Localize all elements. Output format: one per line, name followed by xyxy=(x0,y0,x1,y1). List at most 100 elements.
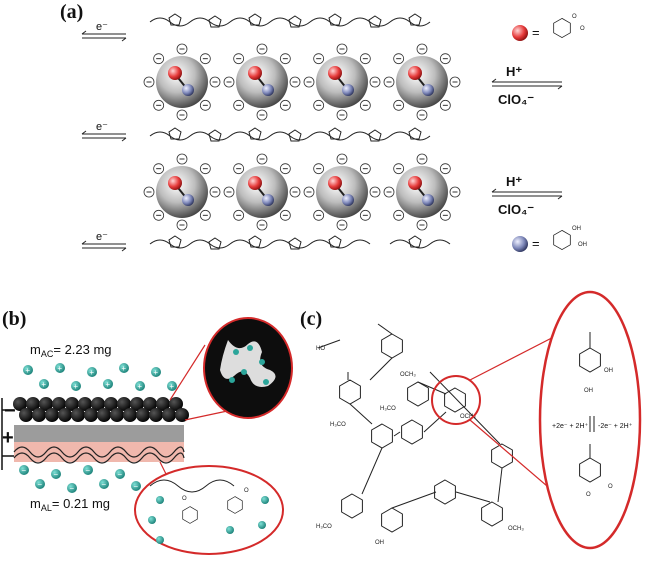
svg-text:O: O xyxy=(580,26,585,32)
ion xyxy=(151,367,161,377)
negative-charge xyxy=(153,209,165,221)
ion xyxy=(119,363,129,373)
carbon-particle xyxy=(149,408,163,422)
negative-charge xyxy=(176,153,188,165)
ion-charge: + xyxy=(73,382,78,391)
lignin-oh-1: OH xyxy=(375,540,384,546)
electrode-terminals xyxy=(1,398,14,470)
ion xyxy=(35,479,45,489)
negative-charge xyxy=(153,99,165,111)
carbon-particle xyxy=(52,397,66,411)
negative-charge xyxy=(439,209,451,221)
ion-charge: + xyxy=(57,364,62,373)
ion xyxy=(167,381,177,391)
h-plus-label-1: H⁺ xyxy=(506,64,522,79)
negative-charge xyxy=(289,186,301,198)
ion-charge: − xyxy=(101,480,106,489)
ion xyxy=(135,381,145,391)
negative-charge xyxy=(223,186,235,198)
ion-charge: + xyxy=(121,364,126,373)
ion xyxy=(71,381,81,391)
lignin-h3co-2: H₃CO xyxy=(380,406,396,412)
negative-charge xyxy=(359,53,371,65)
negative-charge xyxy=(416,153,428,165)
carbon-particle xyxy=(97,408,111,422)
negative-charge xyxy=(153,163,165,175)
negative-charge xyxy=(416,219,428,231)
svg-text:O: O xyxy=(244,488,249,494)
ion-arrows-1 xyxy=(491,78,563,90)
negative-charge xyxy=(143,186,155,198)
carbon-particle xyxy=(32,408,46,422)
negative-charge xyxy=(289,76,301,88)
negative-charge xyxy=(393,163,405,175)
negative-charge xyxy=(383,186,395,198)
ion xyxy=(99,479,109,489)
sphere-row-2 xyxy=(155,165,449,219)
carbon-particle xyxy=(84,408,98,422)
highlight-catechol xyxy=(431,375,481,425)
ion-charge: + xyxy=(105,380,110,389)
electron-label-3: e⁻ xyxy=(96,231,108,243)
h-plus-label-2: H⁺ xyxy=(506,174,522,189)
negative-charge xyxy=(393,53,405,65)
mass-al-label: mAL= 0.21 mg xyxy=(30,496,110,513)
negative-charge xyxy=(223,76,235,88)
negative-charge xyxy=(313,53,325,65)
carbon-particle xyxy=(39,397,53,411)
redox-zoom xyxy=(538,290,642,550)
positive-terminal: + xyxy=(2,427,14,449)
negative-charge xyxy=(176,219,188,231)
cation-ions-top: ++++++++++ xyxy=(23,363,177,391)
ion xyxy=(23,365,33,375)
carbon-particle xyxy=(104,397,118,411)
negative-charge xyxy=(359,209,371,221)
svg-text:OH: OH xyxy=(578,242,587,248)
negative-charge xyxy=(416,109,428,121)
negative-charge xyxy=(199,99,211,111)
svg-text:OH: OH xyxy=(572,226,581,232)
negative-charge xyxy=(336,153,348,165)
ion xyxy=(115,469,125,479)
quinone-o-bottom: O xyxy=(586,492,591,498)
ion-charge: + xyxy=(89,368,94,377)
carbon-particle xyxy=(169,397,183,411)
lignin-och3-3: OCH₃ xyxy=(508,526,524,532)
electron-label-1: e⁻ xyxy=(96,21,108,33)
negative-charge xyxy=(233,209,245,221)
zoom-porous-carbon xyxy=(203,317,293,419)
negative-charge xyxy=(449,186,461,198)
carbon-particle xyxy=(136,408,150,422)
negative-charge xyxy=(199,209,211,221)
clo4-label-1: ClO₄⁻ xyxy=(498,92,534,107)
anion-ions-bottom: −−−−−−−− xyxy=(19,465,141,493)
quinone-o-right: O xyxy=(608,484,613,490)
ion xyxy=(39,379,49,389)
negative-charge xyxy=(143,76,155,88)
ion-charge: − xyxy=(133,482,138,491)
svg-text:O: O xyxy=(572,14,577,20)
catechol-oh-bottom: OH xyxy=(584,388,593,394)
sphere-row-1 xyxy=(155,55,449,109)
negative-terminal: − xyxy=(4,400,16,422)
negative-charge xyxy=(369,76,381,88)
negative-charge xyxy=(313,209,325,221)
negative-charge xyxy=(256,219,268,231)
lignin-och3-1: OCH₃ xyxy=(400,372,416,378)
negative-charge xyxy=(439,99,451,111)
negative-charge xyxy=(279,209,291,221)
negative-charge xyxy=(176,43,188,55)
ion xyxy=(131,481,141,491)
negative-charge xyxy=(303,186,315,198)
lignin-ho-1: HO xyxy=(316,346,325,352)
ion xyxy=(83,465,93,475)
catechol-oh-right: OH xyxy=(604,368,613,374)
negative-charge xyxy=(449,76,461,88)
panel-c-label: (c) xyxy=(300,308,322,330)
carbon-particle xyxy=(123,408,137,422)
carbon-particle xyxy=(175,408,189,422)
carbon-particle xyxy=(65,397,79,411)
negative-charge xyxy=(256,153,268,165)
hydroquinone-legend: = OH OH xyxy=(512,226,587,252)
oxidation-label: -2e⁻ + 2H⁺ xyxy=(598,423,633,430)
